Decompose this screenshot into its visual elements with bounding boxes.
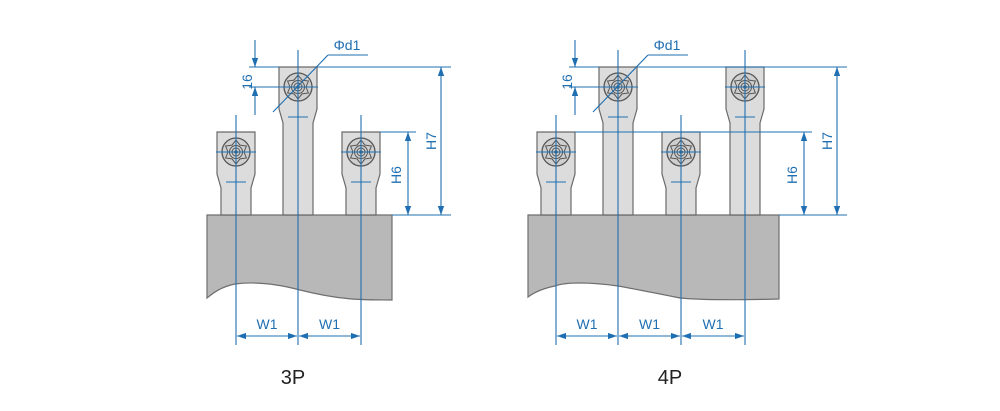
dim-h7-label: H7 — [423, 132, 439, 150]
diameter-leader — [272, 54, 329, 113]
dim-h6-label: H6 — [388, 166, 404, 184]
dim-w1-label-2: W1 — [319, 316, 340, 332]
diameter-label: Φd1 — [334, 37, 361, 53]
diameter-leader — [592, 54, 649, 113]
dim-w1-label-2: W1 — [639, 316, 660, 332]
base-body-3p — [206, 214, 393, 301]
base-body-4p — [527, 214, 780, 301]
dim-w1-label-3: W1 — [703, 316, 724, 332]
dim-16-label: 16 — [559, 74, 575, 90]
dim-w1-label-1: W1 — [577, 316, 598, 332]
dim-h6-label: H6 — [784, 166, 800, 184]
diameter-label: Φd1 — [654, 37, 681, 53]
dim-w1-label-1: W1 — [257, 316, 278, 332]
dim-h7-label: H7 — [819, 132, 835, 150]
caption-4p: 4P — [658, 367, 682, 389]
caption-3p: 3P — [281, 367, 305, 389]
dim-16-label: 16 — [239, 74, 255, 90]
